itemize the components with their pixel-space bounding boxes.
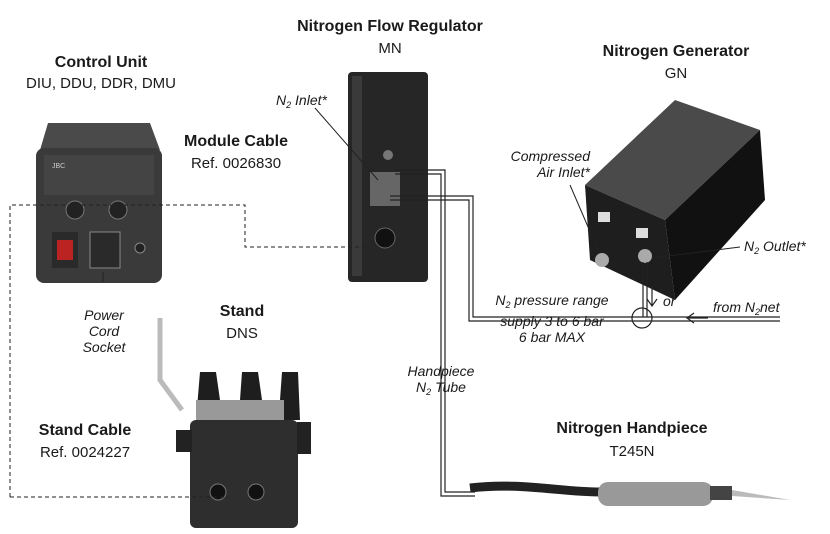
stand-title: Stand [219, 303, 265, 320]
generator-model: GN [664, 65, 688, 82]
power-label-line-2: Cord [88, 323, 120, 339]
power-label-line-3: Socket [82, 339, 126, 355]
nitrogen-generator-image [585, 100, 765, 300]
pressure-line-2: supply 3 to 6 bar [500, 313, 604, 329]
junction-circle [631, 307, 653, 329]
left-arrow [685, 312, 708, 324]
flow-regulator-title: Nitrogen Flow Regulator [297, 18, 483, 35]
handpiece-image [469, 481, 790, 506]
stand-model: DNS [226, 325, 258, 342]
module-cable-line [9, 204, 368, 497]
or-label: or [663, 293, 676, 309]
handpiece-title: Nitrogen Handpiece [556, 420, 708, 437]
down-arrow [646, 286, 658, 308]
power-label-line-1: Power [84, 307, 124, 323]
leader-inlet [314, 107, 379, 181]
power-cord-socket-label: Power Cord Socket [83, 307, 126, 355]
from-n2-net-label: from N2net [713, 299, 780, 317]
pressure-range-label: N2 pressure range supply 3 to 6 bar 6 ba… [495, 292, 608, 345]
flow-regulator-image [348, 72, 428, 282]
handpiece-tube-label: Handpiece N2 Tube [408, 363, 475, 400]
handpiece-model: T245N [609, 443, 655, 460]
n2-outlet-label: N2 Outlet* [744, 238, 806, 256]
leader-outlet [651, 246, 741, 259]
handpiece-tube-line [395, 169, 475, 493]
pressure-line-1: N2 pressure range [495, 292, 609, 310]
flow-regulator-model: MN [378, 40, 402, 57]
tube-line-2: N2 Tube [416, 379, 466, 397]
stand-cable-ref: Ref. 0024227 [39, 444, 131, 461]
module-cable-ref: Ref. 0026830 [190, 155, 282, 172]
leader-air-inlet [569, 184, 599, 251]
pressure-line-3: 6 bar MAX [518, 329, 586, 345]
control-unit-title: Control Unit [54, 54, 148, 71]
module-cable-title: Module Cable [183, 133, 289, 150]
air-inlet-label: Compressed Air Inlet* [511, 148, 590, 180]
svg-text:JBC: JBC [52, 163, 65, 170]
generator-title: Nitrogen Generator [602, 43, 750, 60]
control-unit-models: DIU, DDU, DDR, DMU [26, 75, 176, 92]
stand-cable-title: Stand Cable [38, 422, 132, 439]
control-unit-image: JBC [36, 123, 162, 283]
stand-image [157, 318, 311, 528]
n2-inlet-label: N2 Inlet* [276, 92, 327, 110]
air-inlet-line-2: Air Inlet* [537, 164, 590, 180]
air-inlet-line-1: Compressed [510, 148, 590, 164]
tube-line-1: Handpiece [407, 363, 475, 379]
pressure-supply-line [390, 195, 640, 318]
